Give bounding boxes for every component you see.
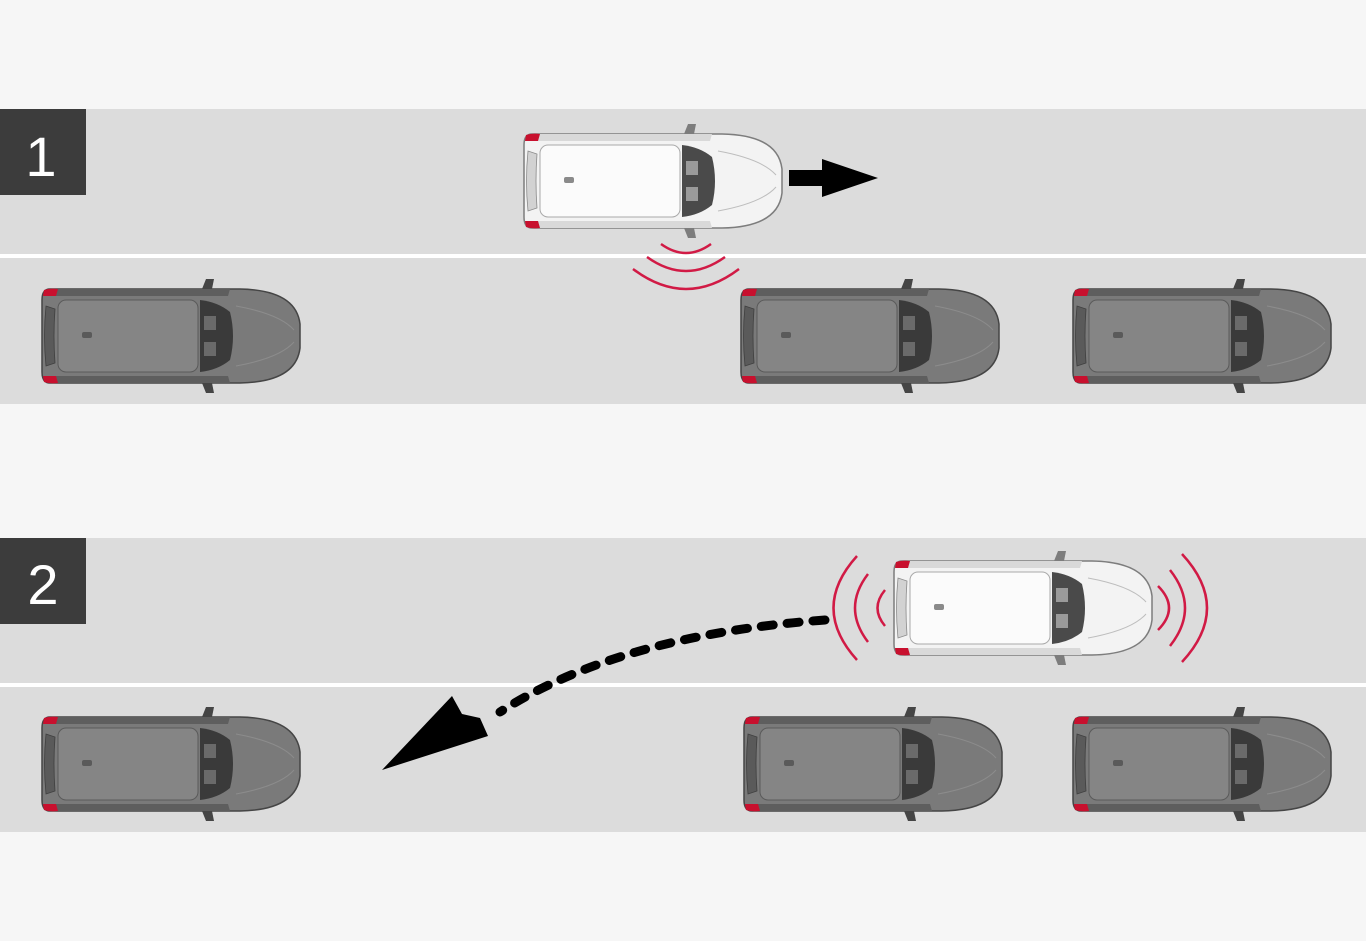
- panel-2: 2: [0, 538, 1366, 832]
- step-badge-2-background: [0, 538, 86, 624]
- parked-car-2-icon: [740, 278, 1000, 394]
- reverse-path-icon: [382, 615, 830, 770]
- step-badge-2: 2: [0, 538, 86, 624]
- step-badge-1-background: [0, 109, 86, 195]
- panel-1: 1: [0, 109, 1366, 404]
- step-number-1: 1: [25, 125, 56, 188]
- parked-car-2-icon: [743, 706, 1003, 822]
- forward-arrow-icon: [789, 159, 878, 197]
- front-sensor-waves-icon: [1157, 553, 1209, 663]
- side-sensor-waves-icon: [632, 242, 740, 291]
- active-car-icon: [893, 550, 1153, 666]
- lane-marking-panel-2: [0, 683, 1366, 687]
- parked-car-1-icon: [41, 706, 301, 822]
- active-car-icon: [523, 123, 783, 239]
- parked-car-3-icon: [1072, 278, 1332, 394]
- parked-car-3-icon: [1072, 706, 1332, 822]
- rear-sensor-waves-icon: [832, 555, 886, 661]
- parked-car-1-icon: [41, 278, 301, 394]
- lane-marking-panel-1: [0, 254, 1366, 258]
- step-number-2: 2: [27, 553, 58, 616]
- step-badge-1: 1: [0, 109, 86, 195]
